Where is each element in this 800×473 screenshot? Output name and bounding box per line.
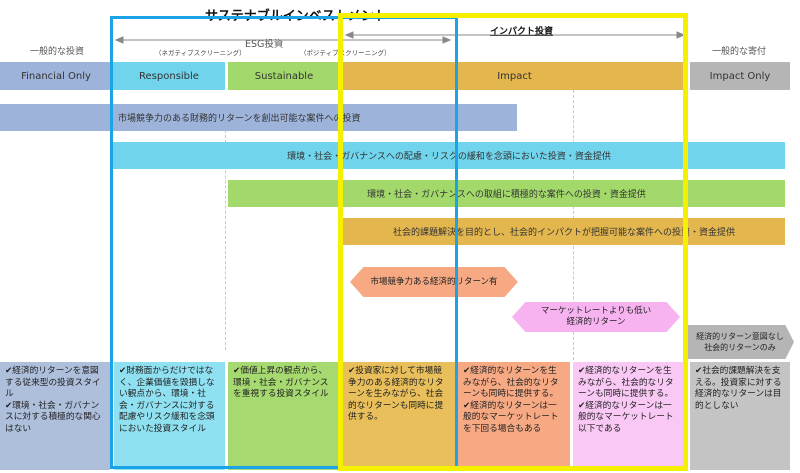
desc-sustainable: ✔価値上昇の観点から、環境・社会・ガバナンスを重視する投資スタイル [228,362,339,470]
desc-impact-only: ✔社会的課題解決を支える。投資家に対する経済的なリターンは目的としない [690,362,790,470]
below-market-arrow: マーケットレートよりも低い 経済的リターン [512,302,680,332]
arrow-label: 経済的リターン意図なし 社会的リターンのみ [696,332,784,352]
category-financial-only: Financial Only [0,62,112,90]
category-impact-only: Impact Only [690,62,790,90]
negative-screening-label: （ネガティブスクリーニング） [155,49,246,57]
bar-label: 環境・社会・ガバナンスへの取組に積極的な案件への投資・資金提供 [367,190,646,200]
arrow-label: 市場競争力ある経済的リターン有 [370,276,498,287]
category-responsible: Responsible [113,62,225,90]
esg-arrow [114,36,452,44]
desc-financial-only: ✔経済的リターンを意図する従来型の投資スタイル ✔環境・社会・ガバナンスに対する… [0,362,110,470]
desc-impact-market: ✔経済的なリターンを生みながら、社会的なリターンも同時に提供する。 ✔経済的なリ… [458,362,570,470]
desc-impact-investor: ✔投資家に対して市場競争力のある経済的なリターンを生みながら、社会的なリターンも… [343,362,455,470]
category-label: Financial Only [21,70,91,82]
positive-screening-label: （ポジティブスクリーニング） [300,49,391,57]
bar-label: 社会的課題解決を目的とし、社会的インパクトが把握可能な案件への投資・資金提供 [392,228,735,238]
impact-investment-label: インパクト投資 [490,27,554,37]
bar-social-impact: 社会的課題解決を目的とし、社会的インパクトが把握可能な案件への投資・資金提供 [343,218,785,245]
bar-esg-consideration: 環境・社会・ガバナンスへの配慮・リスクの緩和を念頭においた投資・資金提供 [113,142,785,169]
bar-label: 環境・社会・ガバナンスへの配慮・リスクの緩和を念頭においた投資・資金提供 [287,152,611,162]
category-sustainable: Sustainable [228,62,340,90]
desc-responsible: ✔財務面からだけではなく、企業価値を毀損しない観点から、環境・社会・ガバナンスに… [114,362,225,470]
market-return-arrow: 市場競争力ある経済的リターン有 [350,267,518,297]
arrow-label: マーケットレートよりも低い 経済的リターン [540,306,652,327]
esg-frame [110,16,458,469]
category-label: Responsible [139,70,199,82]
desc-impact-below: ✔経済的なリターンを生みながら、社会的なリターンも同時に提供する。 ✔経済的なリ… [573,362,683,470]
bar-esg-active: 環境・社会・ガバナンスへの取組に積極的な案件への投資・資金提供 [228,180,785,207]
category-impact: Impact [343,62,686,90]
category-label: Impact [497,70,532,82]
bar-financial-return: 市場競争力のある財務的リターンを創出可能な案件への投資 [0,104,517,131]
guide-line [225,130,226,350]
general-donation-label: 一般的な寄付 [712,47,767,57]
category-label: Sustainable [254,70,314,82]
category-label: Impact Only [709,70,771,82]
impact-frame [338,13,688,471]
esg-investment-label: ESG投資 [245,39,284,50]
impact-arrow [344,31,686,39]
general-investment-label: 一般的な投資 [30,47,85,57]
bar-label: 市場競争力のある財務的リターンを創出可能な案件への投資 [118,114,361,124]
no-return-arrow: 経済的リターン意図なし 社会的リターンのみ [686,325,794,359]
